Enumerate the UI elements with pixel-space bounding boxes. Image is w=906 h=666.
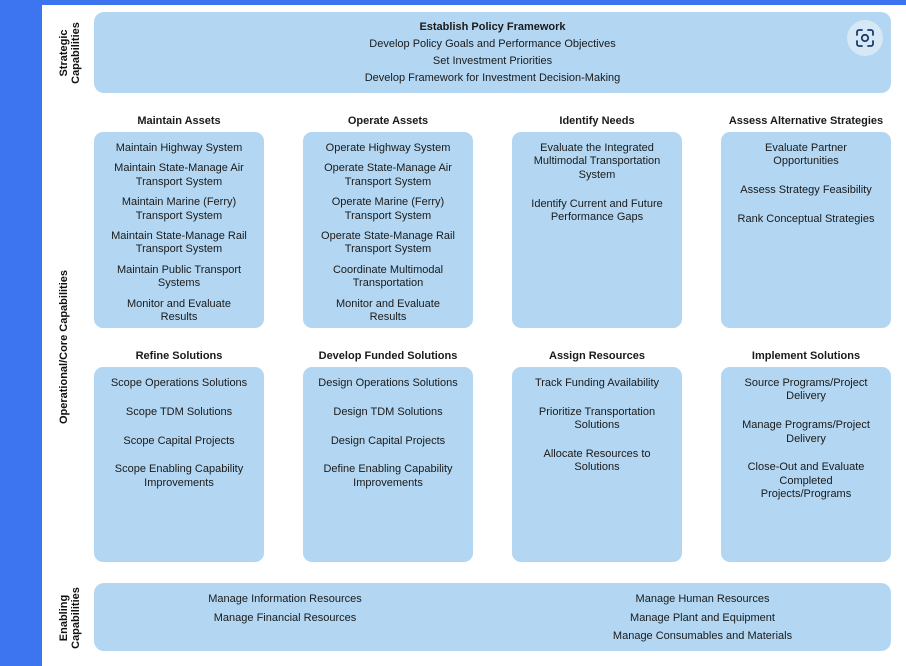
list-item: Evaluate Partner Opportunities [765, 142, 847, 168]
list-item: Design Capital Projects [330, 434, 446, 447]
card-title-implement-solutions: Implement Solutions [751, 350, 861, 362]
strategic-title: Establish Policy Framework [419, 21, 566, 33]
card-assess-alternative-strategies: Evaluate Partner Opportunities Assess St… [721, 132, 891, 328]
list-item: Maintain Public Transport Systems [116, 263, 242, 290]
strategic-line: Set Investment Priorities [432, 55, 553, 67]
list-item: Allocate Resources to Solutions [543, 448, 651, 474]
frame-left-border [0, 0, 42, 666]
list-item: Operate Highway System [325, 142, 451, 154]
list-item: Scope Enabling Capability Improvements [114, 463, 244, 489]
card-develop-funded-solutions: Design Operations Solutions Design TDM S… [303, 367, 473, 562]
list-item: Operate State-Manage Rail Transport Syst… [321, 230, 455, 256]
card-maintain-assets: Maintain Highway System Maintain State-M… [94, 132, 264, 328]
card-title-assign-resources: Assign Resources [549, 350, 645, 362]
card-operate-assets: Operate Highway System Operate State-Man… [303, 132, 473, 328]
list-item: Scope Capital Projects [123, 434, 235, 447]
list-item: Design TDM Solutions [333, 405, 443, 418]
list-item: Operate Marine (Ferry) Transport System [331, 196, 445, 222]
enabling-side-label: Enabling Capabilities [58, 587, 82, 649]
scan-button[interactable] [847, 20, 883, 56]
enabling-item: Manage Information Resources [208, 593, 362, 605]
list-item: Source Programs/Project Delivery [744, 377, 868, 403]
strategic-line: Develop Policy Goals and Performance Obj… [369, 38, 616, 50]
card-title-refine-solutions: Refine Solutions [135, 350, 223, 362]
enabling-box [94, 583, 891, 651]
card-implement-solutions: Source Programs/Project Delivery Manage … [721, 367, 891, 562]
card-title-operate-assets: Operate Assets [347, 115, 429, 127]
list-item: Assess Strategy Feasibility [740, 184, 872, 197]
list-item: Scope Operations Solutions [110, 377, 248, 389]
list-item: Maintain Marine (Ferry) Transport System [121, 196, 237, 222]
list-item: Evaluate the Integrated Multimodal Trans… [533, 142, 661, 181]
list-item: Monitor and Evaluate Results [336, 297, 440, 324]
card-title-assess-alternative-strategies: Assess Alternative Strategies [728, 115, 884, 127]
strategic-box: Establish Policy Framework Develop Polic… [94, 12, 891, 93]
list-item: Maintain State-Manage Air Transport Syst… [114, 162, 244, 188]
strategic-line: Develop Framework for Investment Decisio… [364, 72, 621, 84]
list-item: Identify Current and Future Performance … [531, 197, 663, 224]
list-item: Close-Out and Evaluate Completed Project… [747, 461, 865, 501]
card-title-identify-needs: Identify Needs [559, 115, 635, 127]
card-identify-needs: Evaluate the Integrated Multimodal Trans… [512, 132, 682, 328]
enabling-item: Manage Plant and Equipment [630, 611, 775, 624]
list-item: Scope TDM Solutions [125, 405, 233, 418]
card-title-maintain-assets: Maintain Assets [137, 115, 221, 127]
card-assign-resources: Track Funding Availability Prioritize Tr… [512, 367, 682, 562]
list-item: Design Operations Solutions [318, 377, 458, 389]
list-item: Maintain State-Manage Rail Transport Sys… [111, 230, 247, 256]
list-item: Coordinate Multimodal Transportation [332, 263, 444, 290]
list-item: Prioritize Transportation Solutions [538, 405, 656, 432]
enabling-item: Manage Financial Resources [213, 611, 357, 624]
enabling-item: Manage Human Resources [635, 593, 770, 605]
operational-side-label: Operational/Core Capabilities [58, 269, 70, 425]
list-item: Track Funding Availability [534, 377, 660, 389]
list-item: Operate State-Manage Air Transport Syste… [324, 162, 452, 188]
card-refine-solutions: Scope Operations Solutions Scope TDM Sol… [94, 367, 264, 562]
list-item: Monitor and Evaluate Results [127, 297, 231, 324]
enabling-right-column: Manage Human Resources Manage Plant and … [565, 590, 840, 646]
list-item: Maintain Highway System [115, 142, 243, 154]
enabling-left-column: Manage Information Resources Manage Fina… [150, 590, 420, 627]
list-item: Define Enabling Capability Improvements [323, 463, 453, 489]
scan-icon [856, 29, 874, 47]
card-title-develop-funded-solutions: Develop Funded Solutions [318, 350, 458, 362]
frame-top-border [0, 0, 906, 5]
enabling-item: Manage Consumables and Materials [612, 630, 793, 642]
list-item: Rank Conceptual Strategies [737, 213, 875, 225]
list-item: Manage Programs/Project Delivery [742, 419, 870, 445]
strategic-side-label: Strategic Capabilities [58, 22, 82, 84]
